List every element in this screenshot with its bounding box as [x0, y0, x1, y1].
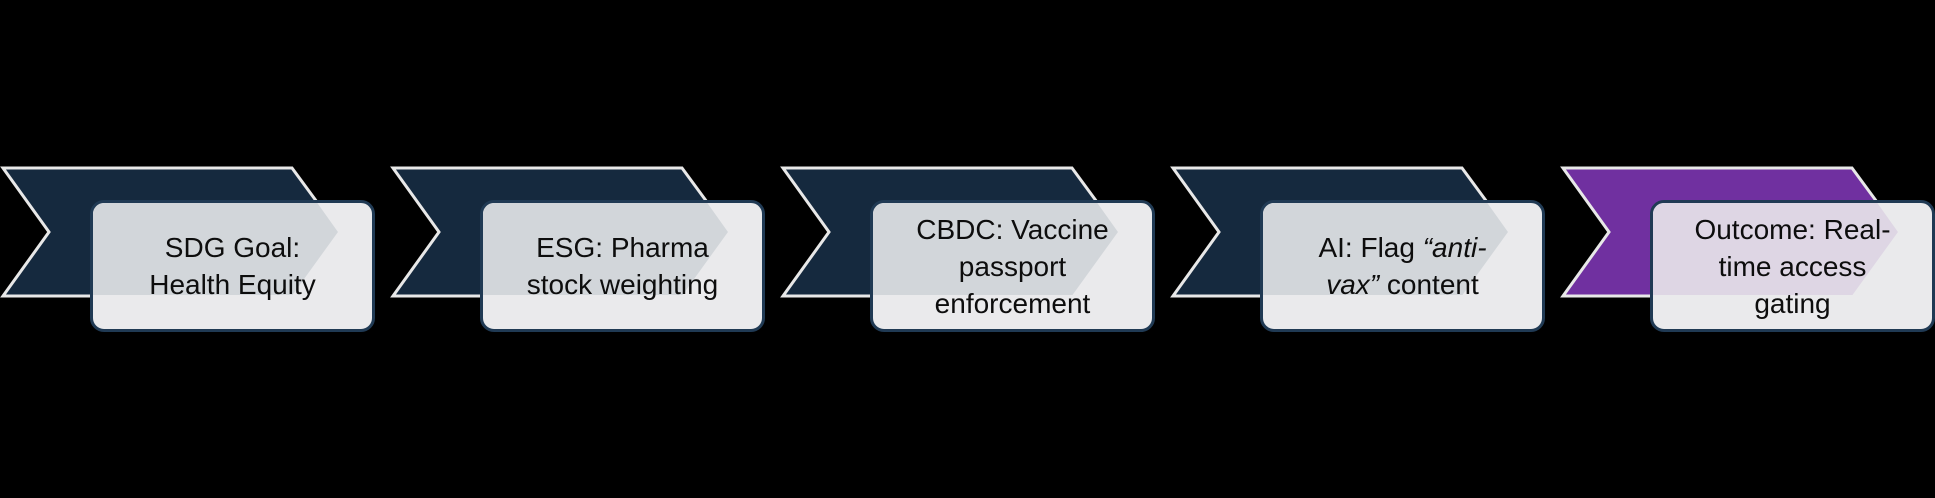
step-label-box: Outcome: Real-time access gating — [1650, 200, 1935, 332]
step-label-text: time access — [1718, 250, 1867, 282]
step-label-text: passport — [958, 250, 1067, 282]
chevron-tint-overlay — [1263, 203, 1508, 295]
step-label: Outcome: Real-time access gating — [1653, 203, 1932, 329]
step-label-text: enforcement — [934, 287, 1091, 319]
step-label-text: “anti- — [1422, 232, 1487, 263]
step-label-box: ESG: Pharma stock weighting — [480, 200, 765, 332]
step-label-text: stock weighting — [526, 269, 719, 300]
step-label: AI: Flag “anti-vax” content — [1263, 203, 1542, 329]
step-label-text: CBDC: Vaccine — [916, 213, 1109, 245]
step-label-text: gating — [1754, 287, 1831, 319]
step-label-text: SDG Goal: — [164, 232, 301, 263]
step-label: SDG Goal: Health Equity — [93, 203, 372, 329]
step-label-text: Health Equity — [149, 269, 316, 300]
step-label-text: content — [1379, 269, 1479, 300]
step-label-text: AI: Flag — [1318, 232, 1423, 263]
step-label: CBDC: Vaccine passport enforcement — [873, 203, 1152, 329]
step-label-box: AI: Flag “anti-vax” content — [1260, 200, 1545, 332]
step-label-box: SDG Goal: Health Equity — [90, 200, 375, 332]
chevron-tint-overlay — [873, 203, 1118, 295]
process-step-esg-pharma: ESG: Pharma stock weighting — [390, 165, 765, 333]
process-step-sdg-goal: SDG Goal: Health Equity — [0, 165, 375, 333]
chevron-tint-overlay — [93, 203, 338, 295]
chevron-tint-overlay — [1653, 203, 1898, 295]
process-step-outcome-gating: Outcome: Real-time access gating — [1560, 165, 1935, 333]
process-step-cbdc-passport: CBDC: Vaccine passport enforcement — [780, 165, 1155, 333]
step-label-text: ESG: Pharma — [536, 232, 709, 263]
process-step-ai-flag-content: AI: Flag “anti-vax” content — [1170, 165, 1545, 333]
chevron-tint-overlay — [483, 203, 728, 295]
step-label-text: Outcome: Real- — [1694, 213, 1891, 245]
step-label: ESG: Pharma stock weighting — [483, 203, 762, 329]
step-label-box: CBDC: Vaccine passport enforcement — [870, 200, 1155, 332]
step-label-text: vax” — [1326, 269, 1380, 300]
